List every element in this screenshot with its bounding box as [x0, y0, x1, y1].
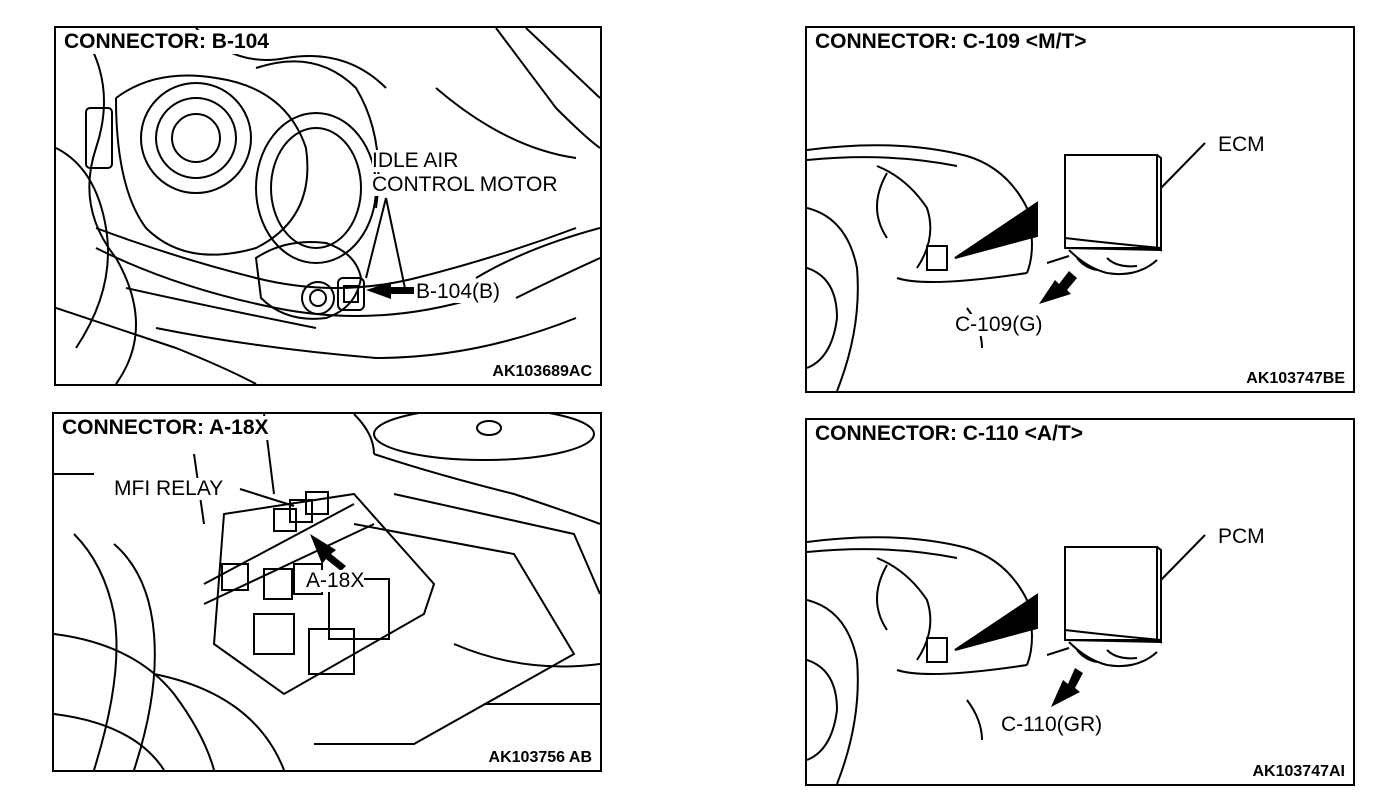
component-label-line1: IDLE AIR: [372, 149, 459, 173]
component-label: MFI RELAY: [114, 477, 224, 501]
connector-label: C-109(G): [955, 313, 1043, 337]
figure-code: AK103689AC: [492, 363, 592, 381]
throttle-body-illustration: [56, 28, 600, 384]
component-label: ECM: [1218, 133, 1265, 157]
panel-connector-c110: CONNECTOR: C-110 <A/T> PCM C-110(GR) AK1…: [805, 418, 1355, 786]
connector-label: B-104(B): [416, 280, 501, 304]
component-label: PCM: [1218, 525, 1265, 549]
figure-code: AK103747AI: [1252, 763, 1345, 781]
ecm-illustration: [807, 142, 1206, 391]
panel-connector-c109: CONNECTOR: C-109 <M/T> ECM C-109(G) AK10…: [805, 26, 1355, 393]
panel-title: CONNECTOR: A-18X: [62, 416, 273, 440]
pcm-illustration: [807, 534, 1206, 784]
component-label-line2: CONTROL MOTOR: [372, 173, 558, 197]
panel-connector-a18x: CONNECTOR: A-18X MFI RELAY A-18X AK10375…: [52, 412, 602, 772]
relay-box-illustration: [54, 414, 600, 770]
connector-label: C-110(GR): [1001, 713, 1103, 737]
figure-code: AK103747BE: [1246, 370, 1345, 388]
figure-code: AK103756 AB: [488, 749, 592, 767]
panel-title: CONNECTOR: C-109 <M/T>: [815, 30, 1091, 54]
panel-title: CONNECTOR: B-104: [64, 30, 273, 54]
connector-label: A-18X: [306, 569, 365, 593]
panel-title: CONNECTOR: C-110 <A/T>: [815, 422, 1088, 446]
panel-connector-b104: CONNECTOR: B-104 IDLE AIR CONTROL MOTOR …: [54, 26, 602, 386]
